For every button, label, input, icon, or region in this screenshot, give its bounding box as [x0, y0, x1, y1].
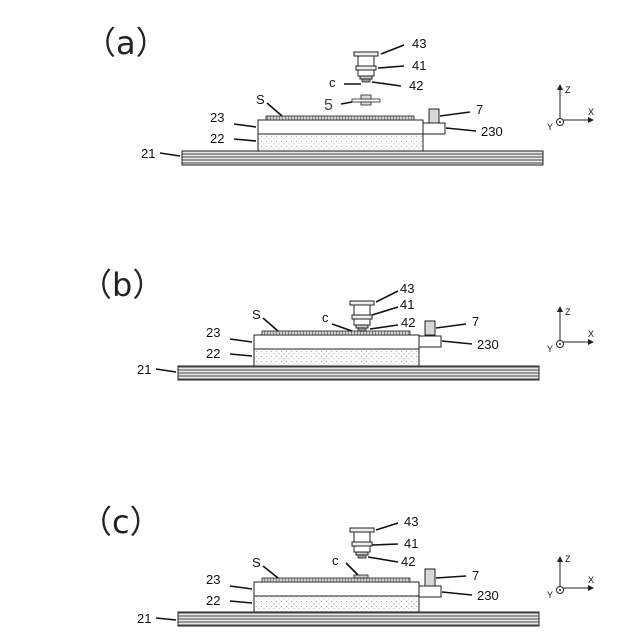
axes-indicator-b: Z X Y [547, 306, 594, 354]
label-21: 21 [137, 362, 151, 377]
part-230 [419, 336, 441, 347]
label-c: c [332, 553, 339, 568]
base-plate-21 [182, 151, 543, 165]
label-41: 41 [400, 297, 414, 312]
label-42: 42 [401, 315, 415, 330]
label-23: 23 [210, 110, 224, 125]
part-7 [425, 321, 435, 335]
panel-b: （b） 43 41 c 42 S 7 23 230 22 [80, 266, 594, 380]
stage-22 [258, 134, 423, 151]
part-230 [419, 586, 441, 597]
panel-a: （a） [84, 24, 594, 165]
axes-indicator-c: Z X Y [547, 554, 594, 600]
sample-s [262, 331, 410, 335]
stage-22 [254, 349, 419, 366]
label-22: 22 [206, 346, 220, 361]
label-41: 41 [404, 536, 418, 551]
base-plate-21 [178, 366, 539, 380]
label-7: 7 [476, 102, 483, 117]
axis-z-label: Z [565, 554, 571, 564]
label-c: c [322, 310, 329, 325]
label-23: 23 [206, 325, 220, 340]
panel-title-b: （b） [80, 266, 164, 304]
axis-x-label: X [588, 107, 594, 117]
axis-y-label: Y [547, 122, 553, 132]
label-5: 5 [324, 97, 333, 114]
label-21: 21 [141, 146, 155, 161]
panel-title-c: （c） [80, 503, 162, 541]
stage-22 [254, 596, 419, 612]
label-42: 42 [409, 78, 423, 93]
label-43: 43 [412, 36, 426, 51]
transferred-part-c [354, 575, 368, 578]
axis-x-label: X [588, 575, 594, 585]
axis-z-label: Z [565, 85, 571, 95]
label-s: S [256, 92, 265, 107]
label-23: 23 [206, 572, 220, 587]
label-s: S [252, 307, 261, 322]
axis-y-label: Y [547, 344, 553, 354]
stage-23 [258, 120, 423, 134]
stage-23 [254, 335, 419, 349]
part-230 [423, 123, 445, 134]
axis-x-label: X [588, 329, 594, 339]
label-21: 21 [137, 611, 151, 626]
part-7 [425, 569, 435, 586]
stage-23 [254, 582, 419, 596]
label-7: 7 [472, 314, 479, 329]
base-plate-21 [178, 612, 539, 626]
label-22: 22 [206, 593, 220, 608]
label-c: c [329, 75, 336, 90]
label-230: 230 [477, 337, 499, 352]
tool-head [350, 528, 374, 558]
part-7 [429, 109, 439, 123]
axis-z-label: Z [565, 307, 571, 317]
sample-s [266, 116, 414, 120]
tool-head [354, 52, 378, 82]
label-22: 22 [210, 131, 224, 146]
panel-title-a: （a） [84, 24, 168, 62]
label-230: 230 [481, 124, 503, 139]
label-7: 7 [472, 568, 479, 583]
panel-c: （c） 43 41 c 42 S 7 23 230 [80, 503, 594, 626]
label-230: 230 [477, 588, 499, 603]
part-5 [352, 95, 380, 105]
label-s: S [252, 555, 261, 570]
sample-s [262, 578, 410, 582]
axis-y-label: Y [547, 590, 553, 600]
label-41: 41 [412, 58, 426, 73]
tool-head [350, 301, 374, 331]
axes-indicator-a: Z X Y [547, 84, 594, 132]
label-43: 43 [400, 281, 414, 296]
label-43: 43 [404, 514, 418, 529]
label-42: 42 [401, 554, 415, 569]
